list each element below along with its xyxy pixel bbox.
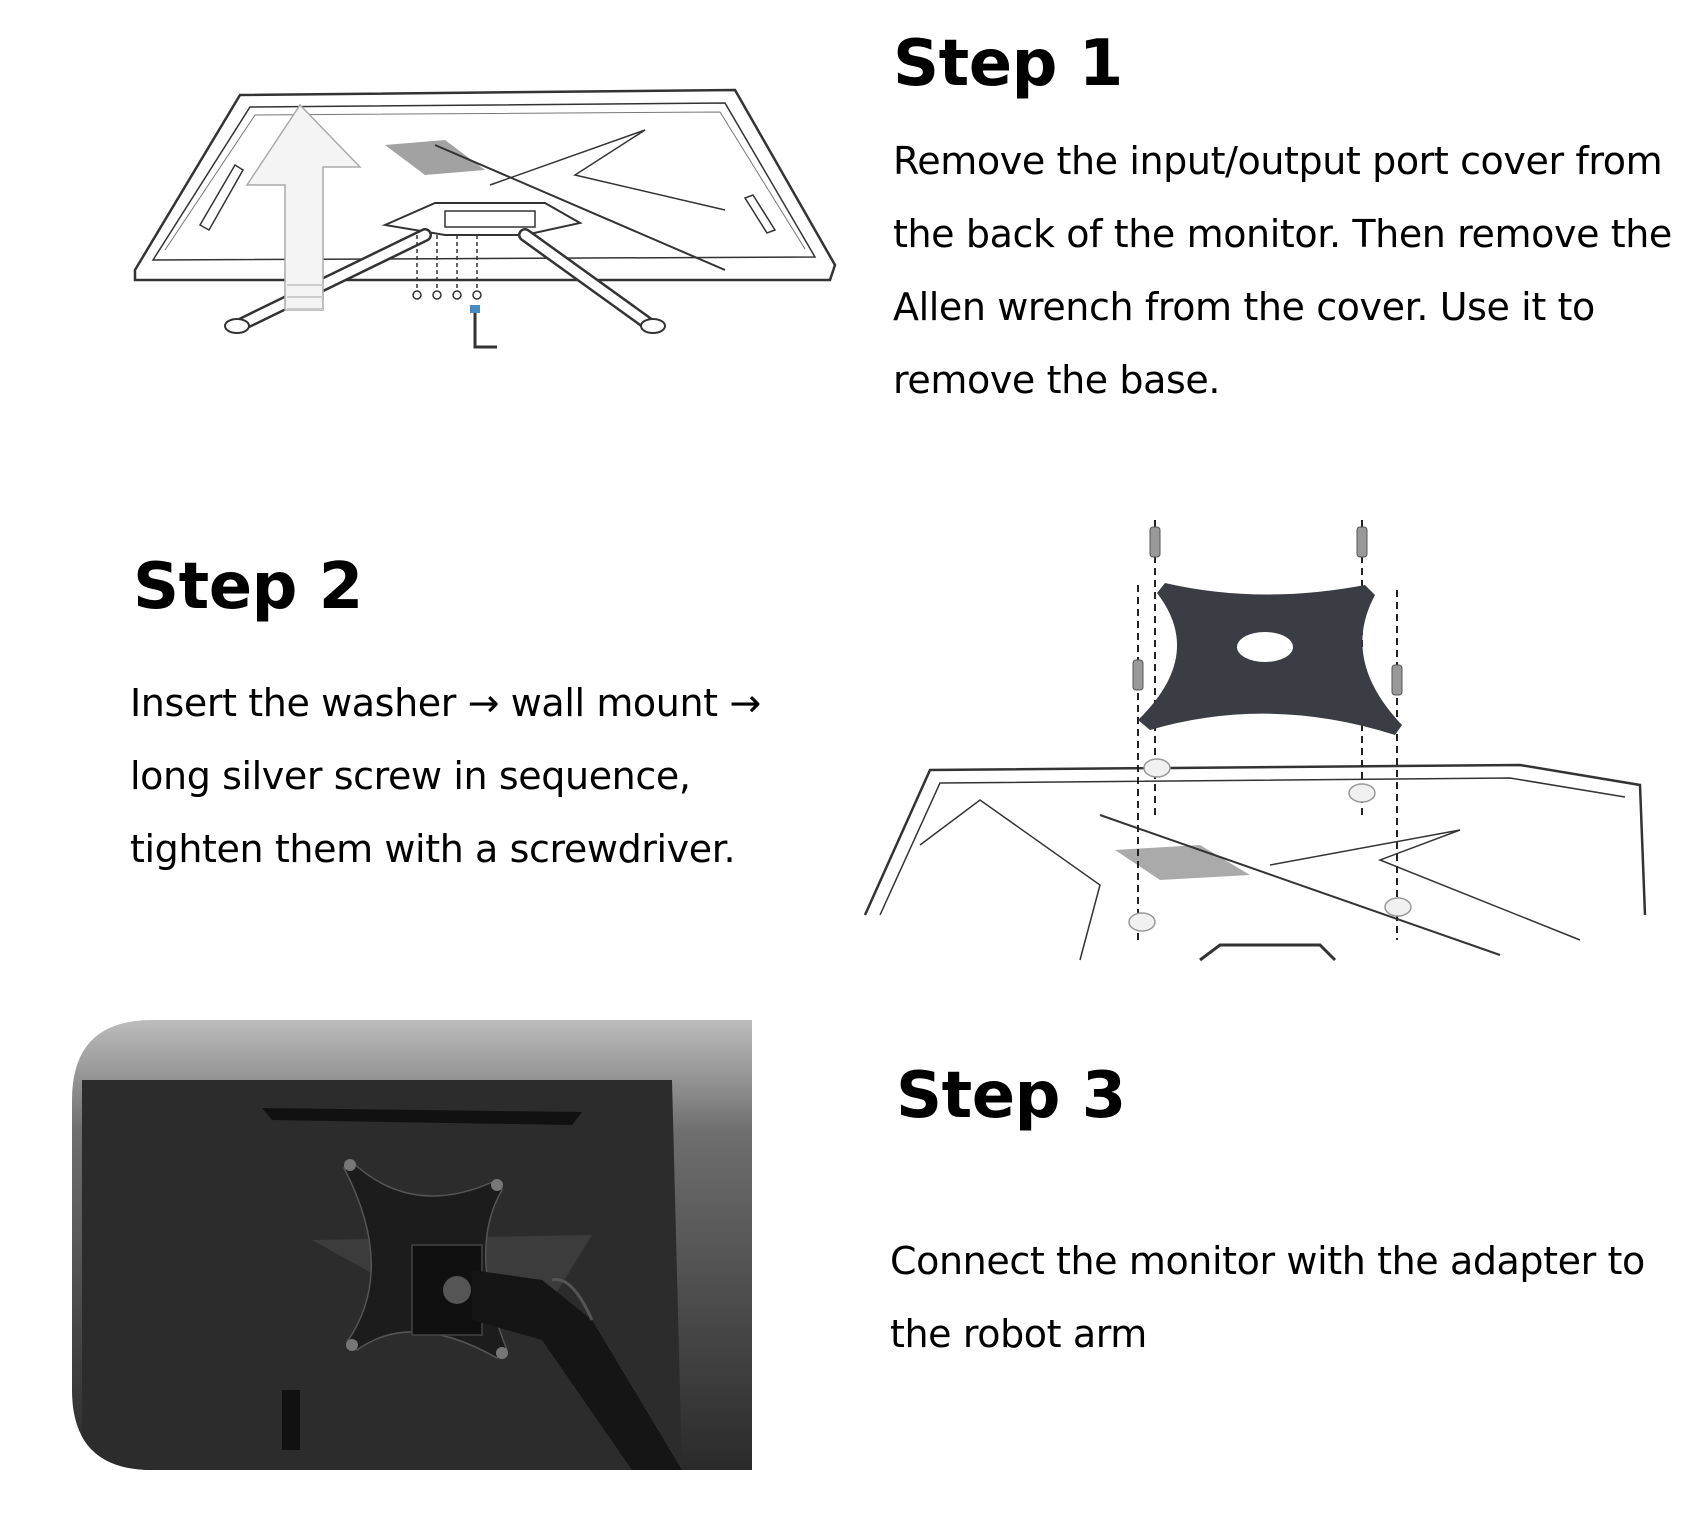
step3-photo-monitor-with-arm (72, 1020, 752, 1470)
step3-title: Step 3 (896, 1059, 1126, 1133)
step2-description: Insert the washer → wall mount → long si… (130, 681, 761, 871)
step1-title: Step 1 (893, 27, 1123, 101)
step2-title: Step 2 (133, 550, 363, 624)
step2-illustration-wall-mount-assembly (863, 520, 1647, 962)
step3-description: Connect the monitor with the adapter to … (890, 1239, 1645, 1356)
step1-description: Remove the input/output port cover from … (893, 139, 1672, 402)
step1-illustration-monitor-base-removal (133, 88, 837, 349)
